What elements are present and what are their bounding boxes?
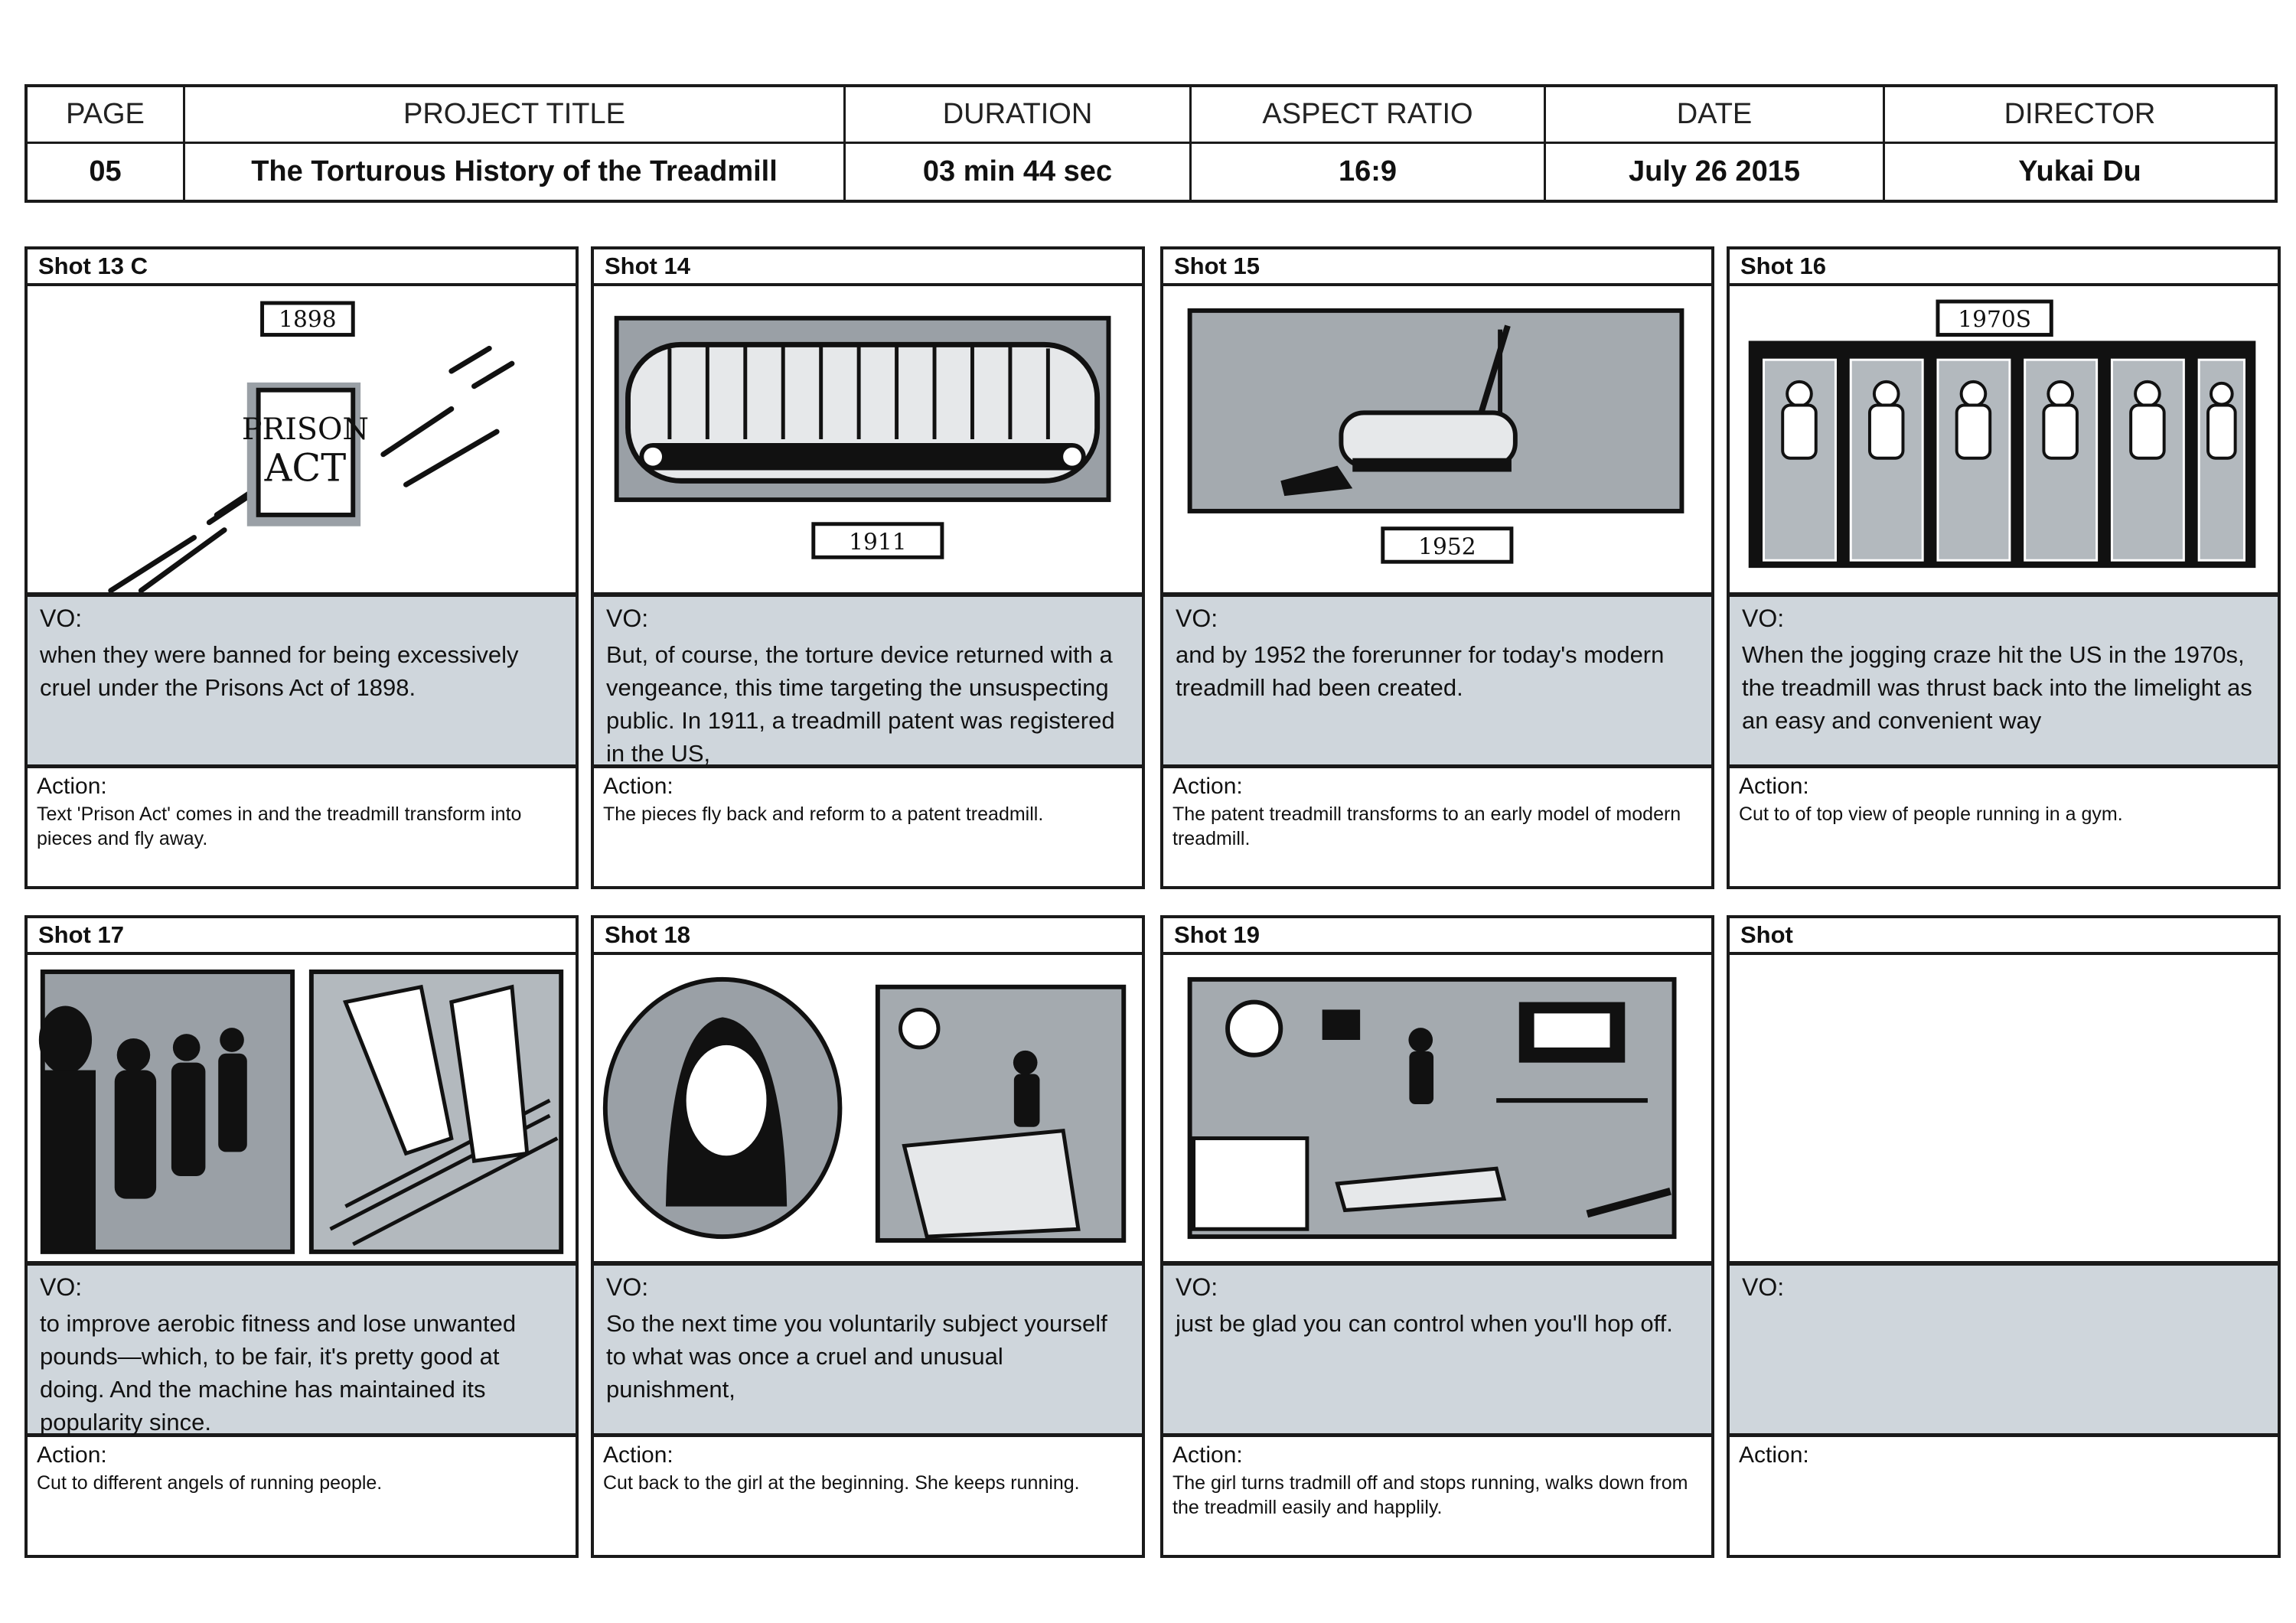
action-label: Action:: [603, 774, 673, 799]
action-label: Action:: [37, 1442, 107, 1468]
aspect-ratio-label: ASPECT RATIO: [1192, 87, 1546, 144]
action-text: Text 'Prison Act' comes in and the tread…: [37, 803, 522, 849]
running-people-sketch: [38, 970, 564, 1254]
sketch-frame: 1952: [1163, 286, 1711, 592]
shot-panel: Shot 17 VO: to improve aerobic fitness a…: [24, 915, 579, 1558]
duration-label: DURATION: [846, 87, 1192, 144]
date-label: DATE: [1546, 87, 1885, 144]
duration-value: 03 min 44 sec: [846, 143, 1192, 200]
sketch-frame: [594, 955, 1142, 1261]
shot-panel: Shot 18 VO: So the next time you volunta…: [591, 915, 1145, 1558]
director-value: Yukai Du: [2018, 155, 2141, 187]
shot-title: Shot 18: [594, 918, 1142, 955]
sketch-frame: 1898 PRISON ACT: [28, 286, 576, 592]
shot-title: Shot 19: [1163, 918, 1711, 955]
project-title-value: The Torturous History of the Treadmill: [185, 143, 846, 200]
sketch-year-label: 1898: [279, 306, 336, 333]
shot-title: Shot 16: [1730, 249, 2278, 286]
sketch-frame: [1730, 955, 2278, 1261]
vo-label: VO:: [1742, 1273, 1785, 1301]
action-text: The patent treadmill transforms to an ea…: [1172, 803, 1681, 849]
action-box: Action:: [1730, 1437, 2278, 1555]
vo-label: VO:: [1176, 605, 1218, 632]
sketch-prison-label: PRISON: [242, 412, 369, 447]
action-label: Action:: [37, 774, 107, 799]
voiceover-box: VO: So the next time you voluntarily sub…: [594, 1261, 1142, 1437]
shot-panel: Shot 13 C 1898 PRISON ACT VO: when they …: [24, 246, 579, 889]
vo-label: VO:: [606, 1273, 649, 1301]
girl-stops-treadmill-sketch: [1187, 976, 1677, 1240]
shot-panel: Shot 14 1911 VO: But, of course, the tor…: [591, 246, 1145, 889]
action-box: Action: The pieces fly back and reform t…: [594, 768, 1142, 886]
shot-panel: Shot 15 1952 VO: and by 1952 the forerun…: [1160, 246, 1714, 889]
vo-label: VO:: [40, 605, 83, 632]
prison-act-sketch: 1898 PRISON ACT: [28, 288, 570, 592]
action-label: Action:: [1172, 774, 1243, 799]
vo-label: VO:: [1176, 1273, 1218, 1301]
voiceover-box: VO: When the jogging craze hit the US in…: [1730, 592, 2278, 768]
sketch-frame: [1163, 955, 1711, 1261]
shot-panel: Shot VO: Action:: [1727, 915, 2281, 1558]
vo-label: VO:: [1742, 605, 1785, 632]
shot-title: Shot 13 C: [28, 249, 576, 286]
vo-text: When the jogging craze hit the US in the…: [1742, 641, 2252, 734]
voiceover-box: VO: But, of course, the torture device r…: [594, 592, 1142, 768]
sketch-year-label: 1952: [1418, 533, 1476, 559]
shot-title: Shot 17: [28, 918, 576, 955]
vo-text: just be glad you can control when you'll…: [1176, 1310, 1673, 1337]
storyboard-header: PAGE PROJECT TITLE DURATION ASPECT RATIO…: [24, 84, 2278, 203]
action-box: Action: Cut back to the girl at the begi…: [594, 1437, 1142, 1555]
action-box: Action: Cut to of top view of people run…: [1730, 768, 2278, 886]
vo-text: But, of course, the torture device retur…: [606, 641, 1115, 767]
action-text: Cut to of top view of people running in …: [1739, 803, 2123, 825]
early-treadmill-sketch: 1952: [1187, 308, 1684, 564]
project-title-label: PROJECT TITLE: [185, 87, 846, 144]
action-label: Action:: [1172, 1442, 1243, 1468]
vo-text: when they were banned for being excessiv…: [40, 641, 519, 701]
action-text: Cut to different angels of running peopl…: [37, 1472, 383, 1494]
action-box: Action: Text 'Prison Act' comes in and t…: [28, 768, 576, 886]
vo-text: So the next time you voluntarily subject…: [606, 1310, 1107, 1403]
voiceover-box: VO: when they were banned for being exce…: [28, 592, 576, 768]
voiceover-box: VO: to improve aerobic fitness and lose …: [28, 1261, 576, 1437]
gym-top-view-sketch: 1970S: [1748, 299, 2256, 569]
vo-label: VO:: [606, 605, 649, 632]
sketch-year-label: 1911: [849, 528, 906, 555]
action-box: Action: Cut to different angels of runni…: [28, 1437, 576, 1555]
patent-treadmill-sketch: 1911: [614, 315, 1111, 559]
voiceover-box: VO: just be glad you can control when yo…: [1163, 1261, 1711, 1437]
voiceover-box: VO: and by 1952 the forerunner for today…: [1163, 592, 1711, 768]
shot-panel: Shot 16 1970S VO: When the jogging craze…: [1727, 246, 2281, 889]
date-value: July 26 2015: [1546, 143, 1885, 200]
shot-panel: Shot 19 VO: just be glad you can control…: [1160, 915, 1714, 1558]
page-value: 05: [28, 143, 185, 200]
action-text: The girl turns tradmill off and stops ru…: [1172, 1472, 1688, 1518]
voiceover-box: VO:: [1730, 1261, 2278, 1437]
vo-label: VO:: [40, 1273, 83, 1301]
sketch-act-label: ACT: [264, 445, 347, 490]
action-text: Cut back to the girl at the beginning. S…: [603, 1472, 1080, 1494]
action-label: Action:: [603, 1442, 673, 1468]
shot-title: Shot 14: [594, 249, 1142, 286]
action-box: Action: The patent treadmill transforms …: [1163, 768, 1711, 886]
sketch-year-label: 1970S: [1958, 306, 2031, 333]
action-label: Action:: [1739, 1442, 1809, 1468]
page-label: PAGE: [28, 87, 185, 144]
aspect-ratio-value: 16:9: [1192, 143, 1546, 200]
sketch-frame: [28, 955, 576, 1261]
vo-text: to improve aerobic fitness and lose unwa…: [40, 1310, 517, 1436]
shot-title: Shot: [1730, 918, 2278, 955]
action-label: Action:: [1739, 774, 1809, 799]
girl-portrait-sketch: [602, 976, 1127, 1243]
director-label: DIRECTOR: [1885, 87, 2275, 144]
action-box: Action: The girl turns tradmill off and …: [1163, 1437, 1711, 1555]
shot-title: Shot 15: [1163, 249, 1711, 286]
sketch-frame: 1911: [594, 286, 1142, 592]
sketch-frame: 1970S: [1730, 286, 2278, 592]
vo-text: and by 1952 the forerunner for today's m…: [1176, 641, 1665, 701]
action-text: The pieces fly back and reform to a pate…: [603, 803, 1044, 825]
